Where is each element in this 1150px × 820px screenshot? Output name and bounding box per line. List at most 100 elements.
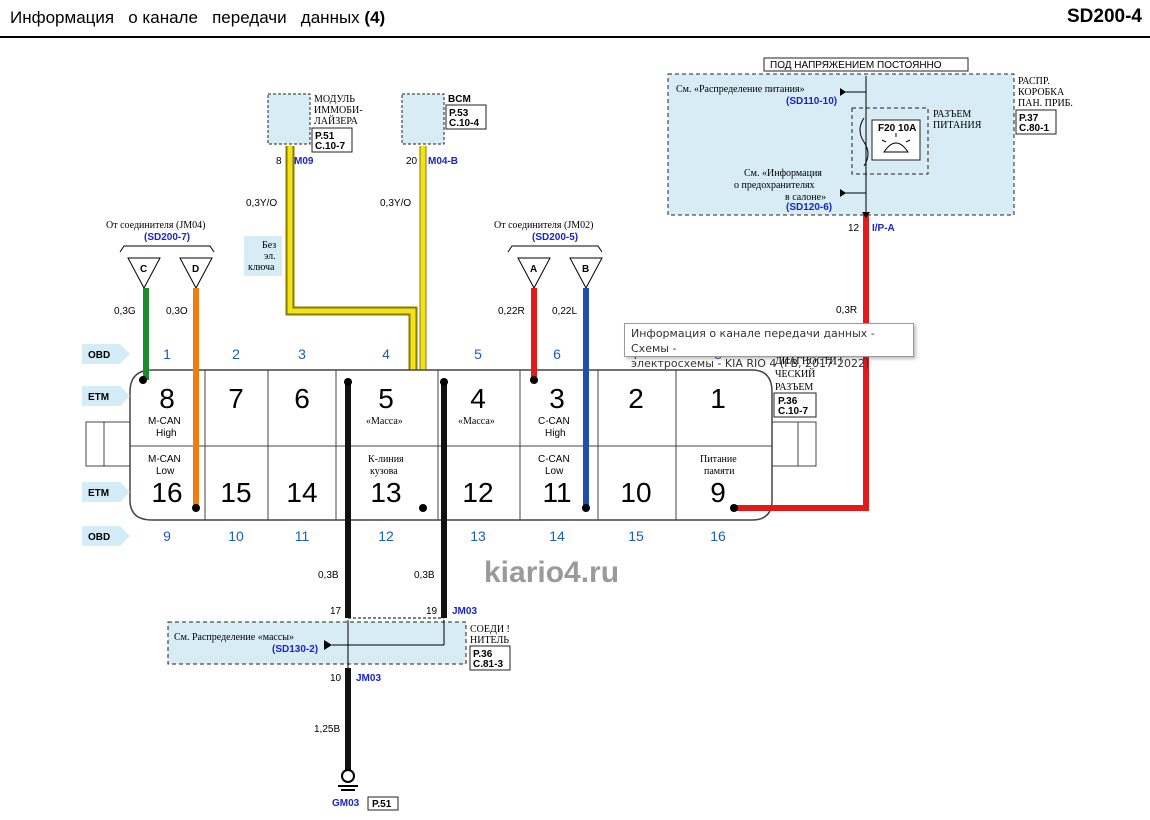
svg-text:ПИТАНИЯ: ПИТАНИЯ — [933, 120, 982, 131]
svg-text:НИТЕЛЬ: НИТЕЛЬ — [470, 635, 509, 646]
obd-top-pin-5: 6 — [553, 346, 561, 362]
see-power-ref: (SD110-10) — [786, 96, 837, 107]
page-header: Информация о канале передачи данных (4) … — [0, 0, 1150, 38]
obd-bottom-pin-5: 14 — [549, 528, 565, 544]
svg-text:0,3R: 0,3R — [836, 305, 857, 316]
svg-text:СОЕДИ !: СОЕДИ ! — [470, 624, 510, 635]
etm-top-pin-7: 1 — [710, 383, 726, 414]
fuse-lamp-icon — [883, 142, 909, 153]
tooltip-line-1: Информация о канале передачи данных - Сх… — [631, 327, 875, 355]
conn-c-icon — [127, 257, 161, 290]
svg-text:A: A — [530, 264, 537, 275]
conn-b-icon — [569, 257, 603, 290]
svg-text:1,25B: 1,25B — [314, 724, 340, 735]
obd-top-pin-2: 3 — [298, 346, 306, 362]
svg-text:КОРОБКА: КОРОБКА — [1018, 87, 1065, 98]
svg-text:M-CAN: M-CAN — [148, 416, 181, 427]
svg-text:Low: Low — [156, 466, 175, 477]
row-arrow-etm-top: ETM — [82, 386, 130, 406]
svg-text:P.36: P.36 — [473, 649, 493, 660]
fuse-box — [871, 119, 921, 161]
svg-text:D: D — [192, 264, 199, 275]
svg-text:20: 20 — [406, 156, 418, 167]
svg-text:(SD130-2): (SD130-2) — [272, 644, 318, 655]
etm-top-pin-5: 3 — [549, 383, 565, 414]
svg-text:РАЗЪЕМ: РАЗЪЕМ — [775, 382, 813, 393]
power-label: ПОД НАПРЯЖЕНИЕМ ПОСТОЯННО — [770, 60, 942, 71]
svg-text:Питание: Питание — [700, 454, 737, 465]
svg-text:C-CAN: C-CAN — [538, 454, 570, 465]
obd-top-pin-0: 1 — [163, 346, 171, 362]
etm-bottom-pin-4: 12 — [462, 477, 493, 508]
svg-text:0,22R: 0,22R — [498, 306, 525, 317]
ground-point-icon — [341, 769, 355, 783]
fuse-label: F20 10A — [878, 123, 916, 134]
svg-text:C.10-4: C.10-4 — [449, 118, 479, 129]
svg-text:8: 8 — [276, 156, 282, 167]
svg-text:ЛАЙЗЕРА: ЛАЙЗЕРА — [314, 115, 359, 127]
svg-text:МОДУЛЬ: МОДУЛЬ — [314, 94, 355, 105]
power-label-box — [763, 57, 969, 72]
svg-text:P.51: P.51 — [372, 799, 392, 810]
etm-bottom-pin-0: 16 — [151, 477, 182, 508]
svg-text:12: 12 — [848, 223, 860, 234]
svg-text:GM03: GM03 — [332, 798, 360, 809]
etm-top-pin-4: 4 — [470, 383, 486, 414]
svg-text:17: 17 — [330, 606, 342, 617]
svg-text:кузова: кузова — [370, 466, 398, 477]
obd-bottom-pin-6: 15 — [628, 528, 644, 544]
obd-top-pin-1: 2 — [232, 346, 240, 362]
svg-text:К-линия: К-линия — [368, 454, 404, 465]
obd-top-pin-3: 4 — [382, 346, 390, 362]
left-conn-ref: (SD200-7) — [144, 232, 190, 243]
svg-text:«Масса»: «Масса» — [458, 416, 495, 427]
svg-text:РАЗЪЕМ: РАЗЪЕМ — [933, 109, 971, 120]
obd-bottom-pin-2: 11 — [295, 528, 310, 544]
left-conn-label: От соединителя (JM04) — [106, 220, 205, 231]
svg-text:ПАН. ПРИБ.: ПАН. ПРИБ. — [1018, 98, 1073, 109]
watermark: kiario4.ru — [484, 556, 620, 589]
svg-text:High: High — [545, 428, 566, 439]
svg-text:C.81-3: C.81-3 — [473, 659, 503, 670]
svg-text:JM03: JM03 — [452, 606, 477, 617]
svg-text:B: B — [582, 264, 589, 275]
ground-joiner-panel — [167, 621, 467, 665]
etm-bottom-pin-1: 15 — [220, 477, 251, 508]
row-arrow-obd-top: OBD — [82, 344, 130, 364]
svg-text:19: 19 — [426, 606, 438, 617]
svg-text:0,3Y/O: 0,3Y/O — [380, 198, 411, 209]
no-key-note — [244, 236, 282, 276]
svg-text:0,3B: 0,3B — [318, 570, 339, 581]
obd-bottom-pin-1: 10 — [228, 528, 244, 544]
conn-a-icon — [517, 257, 551, 290]
tooltip-line-2: электросхемы - KIA RIO 4 (FB, 2017-2022) — [631, 357, 870, 370]
svg-text:C.10-7: C.10-7 — [315, 141, 345, 152]
svg-text:0,3B: 0,3B — [414, 570, 435, 581]
etm-bottom-pin-2: 14 — [286, 477, 317, 508]
svg-text:ETM: ETM — [88, 392, 109, 403]
svg-text:BCM: BCM — [448, 94, 471, 105]
etm-bottom-pin-5: 11 — [542, 477, 571, 508]
wire-red-memory-power — [734, 215, 869, 511]
see-fuse-ref: (SD120-6) — [786, 202, 832, 213]
svg-text:ETM: ETM — [88, 488, 109, 499]
svg-text:ЧЕСКИЙ: ЧЕСКИЙ — [775, 368, 815, 380]
svg-text:0,22L: 0,22L — [552, 306, 577, 317]
immobilizer-module — [267, 93, 311, 145]
socket-box — [851, 107, 929, 175]
svg-text:0,3G: 0,3G — [114, 306, 136, 317]
svg-text:Low: Low — [545, 466, 564, 477]
etm-top-pin-3: 5 — [378, 383, 394, 414]
obd-bottom-pin-7: 16 — [710, 528, 726, 544]
svg-text:ключа: ключа — [248, 262, 275, 273]
svg-text:0,3O: 0,3O — [166, 306, 188, 317]
hover-tooltip: Информация о канале передачи данных - Сх… — [624, 323, 914, 370]
svg-text:C-CAN: C-CAN — [538, 416, 570, 427]
svg-text:C.10-7: C.10-7 — [778, 406, 808, 417]
etm-top-pin-6: 2 — [628, 383, 644, 414]
svg-text:См. «Информация: См. «Информация — [744, 168, 822, 179]
svg-text:РАСПР.: РАСПР. — [1018, 76, 1050, 87]
etm-top-pin-1: 7 — [228, 383, 244, 414]
diag-connector-body — [129, 369, 773, 521]
obd-bottom-pin-0: 9 — [163, 528, 171, 544]
